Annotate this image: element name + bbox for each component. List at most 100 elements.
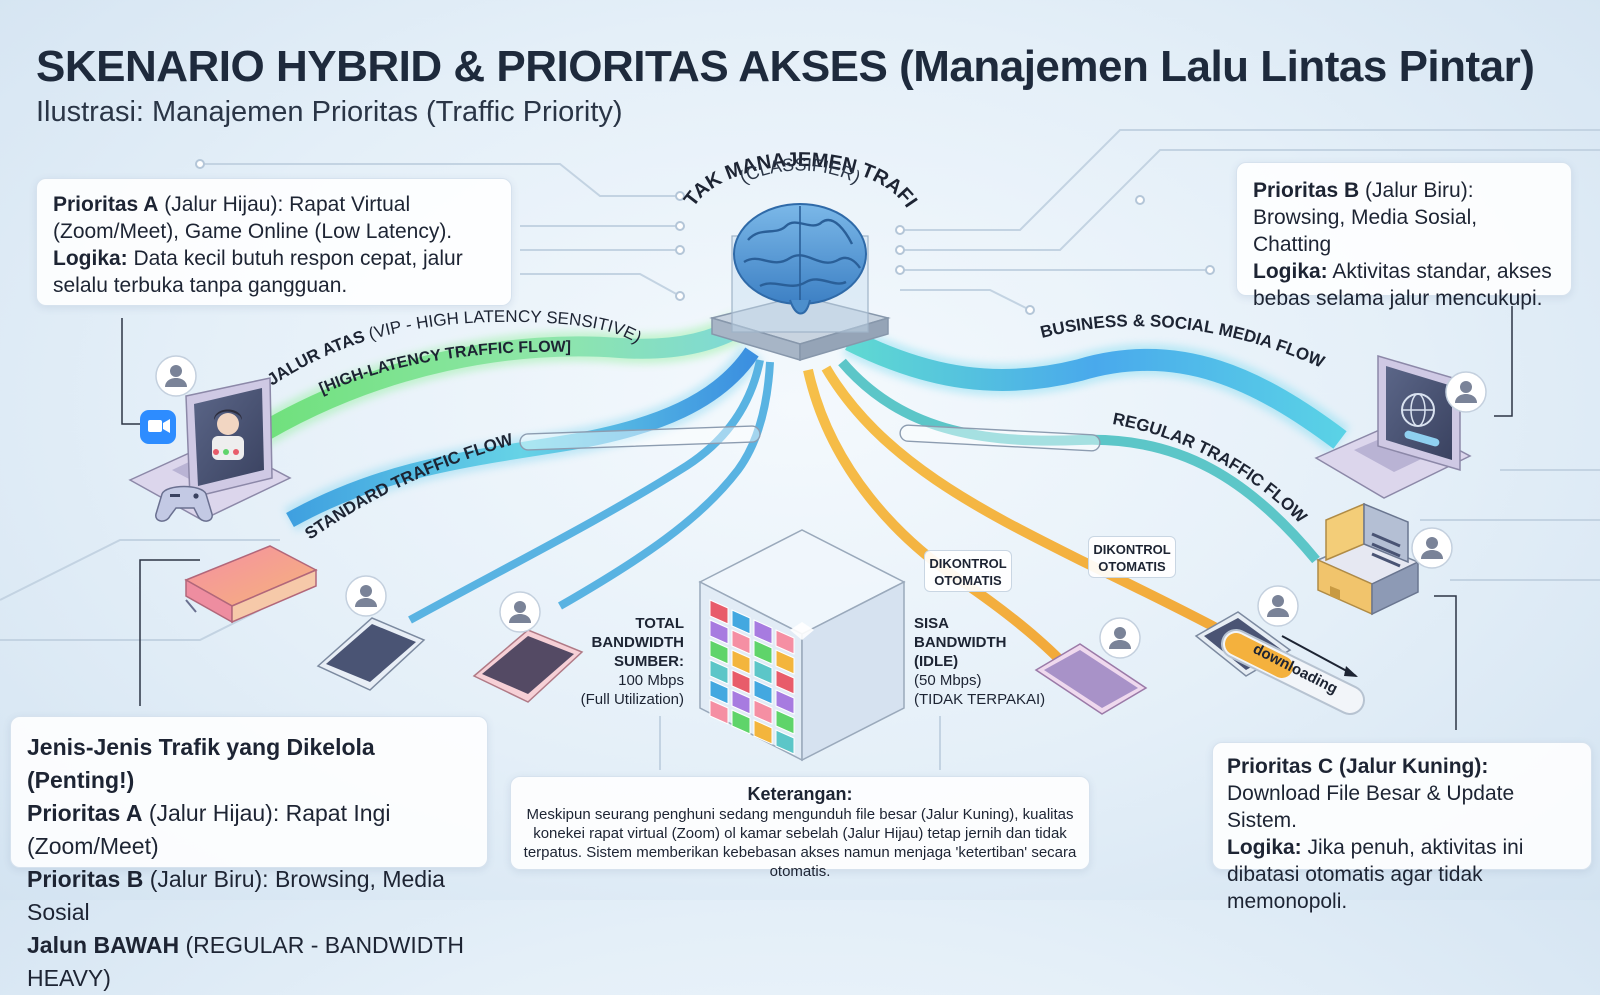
cube-block <box>709 619 729 645</box>
cube-block <box>709 699 729 725</box>
idle-bandwidth-l3: (IDLE) <box>914 653 959 670</box>
note-heading: Keterangan: <box>747 784 853 804</box>
priority-b-label: Prioritas B <box>1253 179 1360 202</box>
phone-icon-right <box>1034 643 1148 715</box>
idle-bandwidth-note: (TIDAK TERPAKAI) <box>914 691 1046 708</box>
cube-block <box>731 629 751 655</box>
priority-c-label: Prioritas C (Jalur Kuning): <box>1227 755 1489 778</box>
cube-icon <box>698 529 906 762</box>
cube-block <box>709 659 729 685</box>
note-card: Keterangan: Meskipun seurang penghuni se… <box>510 776 1090 880</box>
glass-tubes <box>519 424 1101 452</box>
user-icon <box>345 575 387 617</box>
brain-icon <box>733 203 867 315</box>
user-icon <box>1257 585 1299 627</box>
traffic-type-c-label: Jalun BAWAH <box>27 932 180 958</box>
user-icon <box>499 591 541 633</box>
traffic-types-heading: Jenis-Jenis Trafik yang Dikelola (Pentin… <box>27 734 375 793</box>
cube-block <box>775 709 795 735</box>
zoom-icon <box>140 410 176 444</box>
traffic-type-a-label: Prioritas A <box>27 800 143 826</box>
user-icon <box>1411 527 1453 569</box>
flow-diagram: OTAK MANAJEMEN TRAFIK (CLASSIFIER) JALUR… <box>0 0 1600 770</box>
cube-block <box>709 599 729 625</box>
server-icon <box>1316 502 1420 616</box>
auto-control-left-line2: OTOMATIS <box>934 573 1002 588</box>
phone-icon <box>316 617 426 691</box>
auto-control-left-line1: DIKONTROL <box>929 556 1007 571</box>
user-icon <box>1445 371 1487 413</box>
auto-control-right-line1: DIKONTROL <box>1093 542 1171 557</box>
book-icon <box>184 545 318 624</box>
total-bandwidth-l1: TOTAL <box>635 615 684 632</box>
cube-block <box>775 629 795 655</box>
cube-block <box>775 649 795 675</box>
business-flow <box>845 330 1347 449</box>
user-avatars <box>155 355 1487 659</box>
priority-a-label: Prioritas A <box>53 193 159 216</box>
auto-control-tag-right: DIKONTROL OTOMATIS <box>1088 536 1176 578</box>
regular-flow <box>838 358 1320 564</box>
auto-control-right-line2: OTOMATIS <box>1098 559 1166 574</box>
idle-bandwidth-value: (50 Mbps) <box>914 672 982 689</box>
traffic-type-b-label: Prioritas B <box>27 866 144 892</box>
cube-block <box>753 679 773 705</box>
cube-block <box>753 639 773 665</box>
cube-block <box>753 659 773 685</box>
phone-flow-2 <box>558 361 774 610</box>
traffic-type-a-text: (Jalur Hijau): Rapat Ingi (Zoom/Meet) <box>27 800 391 859</box>
note-text: Meskipun seurang penghuni sedang mengund… <box>523 806 1077 880</box>
cube-block <box>731 649 751 675</box>
yellow-flow-2 <box>821 365 1223 635</box>
globe-icon <box>1401 393 1435 427</box>
circuit-nodes <box>195 159 1215 315</box>
auto-control-tag-left: DIKONTROL OTOMATIS <box>924 550 1012 592</box>
circuit-lines <box>0 129 1600 770</box>
total-bandwidth-l2: BANDWIDTH <box>591 634 684 651</box>
idle-bandwidth-l2: BANDWIDTH <box>914 634 1007 651</box>
cube-block <box>709 639 729 665</box>
total-bandwidth-value: 100 Mbps <box>618 672 684 689</box>
priority-c-card: Prioritas C (Jalur Kuning): Download Fil… <box>1212 742 1592 913</box>
user-icon <box>1099 617 1141 659</box>
priority-b-text: (Jalur Biru): Browsing, Media Sosial, Ch… <box>1253 179 1478 256</box>
priority-a-logic-text: Data kecil butuh respon cepat, jalur sel… <box>53 247 463 297</box>
download-tube <box>1221 629 1365 715</box>
phone-icon-pink <box>472 629 584 703</box>
user-icon <box>155 355 197 397</box>
priority-b-logic-text: Aktivitas standar, akses bebas selama ja… <box>1253 260 1552 310</box>
cube-block <box>775 729 795 755</box>
laptop-left <box>128 377 292 521</box>
cube-block <box>753 619 773 645</box>
cube-block <box>753 699 773 725</box>
idle-bandwidth-label: SISA BANDWIDTH (IDLE) (50 Mbps) (TIDAK T… <box>914 614 1054 709</box>
card-connectors <box>121 306 1513 730</box>
cube-block <box>709 679 729 705</box>
priority-a-text: (Jalur Hijau): Rapat Virtual (Zoom/Meet)… <box>53 193 453 243</box>
total-bandwidth-l3: SUMBER: <box>614 653 684 670</box>
priority-a-logic-label: Logika: <box>53 247 128 270</box>
cube-block <box>731 689 751 715</box>
priority-b-logic-label: Logika: <box>1253 260 1328 283</box>
priority-c-logic-label: Logika: <box>1227 836 1302 859</box>
page-title: SKENARIO HYBRID & PRIORITAS AKSES (Manaj… <box>36 42 1535 91</box>
traffic-types-card: Jenis-Jenis Trafik yang Dikelola (Pentin… <box>10 716 488 991</box>
cube-block <box>775 689 795 715</box>
phone-flow-1 <box>408 359 764 624</box>
priority-b-card: Prioritas B (Jalur Biru): Browsing, Medi… <box>1236 162 1572 310</box>
total-bandwidth-note: (Full Utilization) <box>580 691 684 708</box>
cube-block <box>731 709 751 735</box>
cube-block <box>753 719 773 745</box>
blue-flow <box>286 347 759 527</box>
cube-block <box>731 609 751 635</box>
total-bandwidth-label: TOTAL BANDWIDTH SUMBER: 100 Mbps (Full U… <box>578 614 684 709</box>
idle-bandwidth-l1: SISA <box>914 615 950 632</box>
page-subtitle: Ilustrasi: Manajemen Prioritas (Traffic … <box>36 96 623 128</box>
green-flow <box>244 317 746 449</box>
brain-classifier <box>709 203 891 362</box>
gamepad-icon <box>155 485 213 522</box>
laptop-right <box>1314 354 1472 499</box>
cube-block <box>775 669 795 695</box>
priority-a-card: Prioritas A (Jalur Hijau): Rapat Virtual… <box>36 178 512 306</box>
cube-block <box>731 669 751 695</box>
